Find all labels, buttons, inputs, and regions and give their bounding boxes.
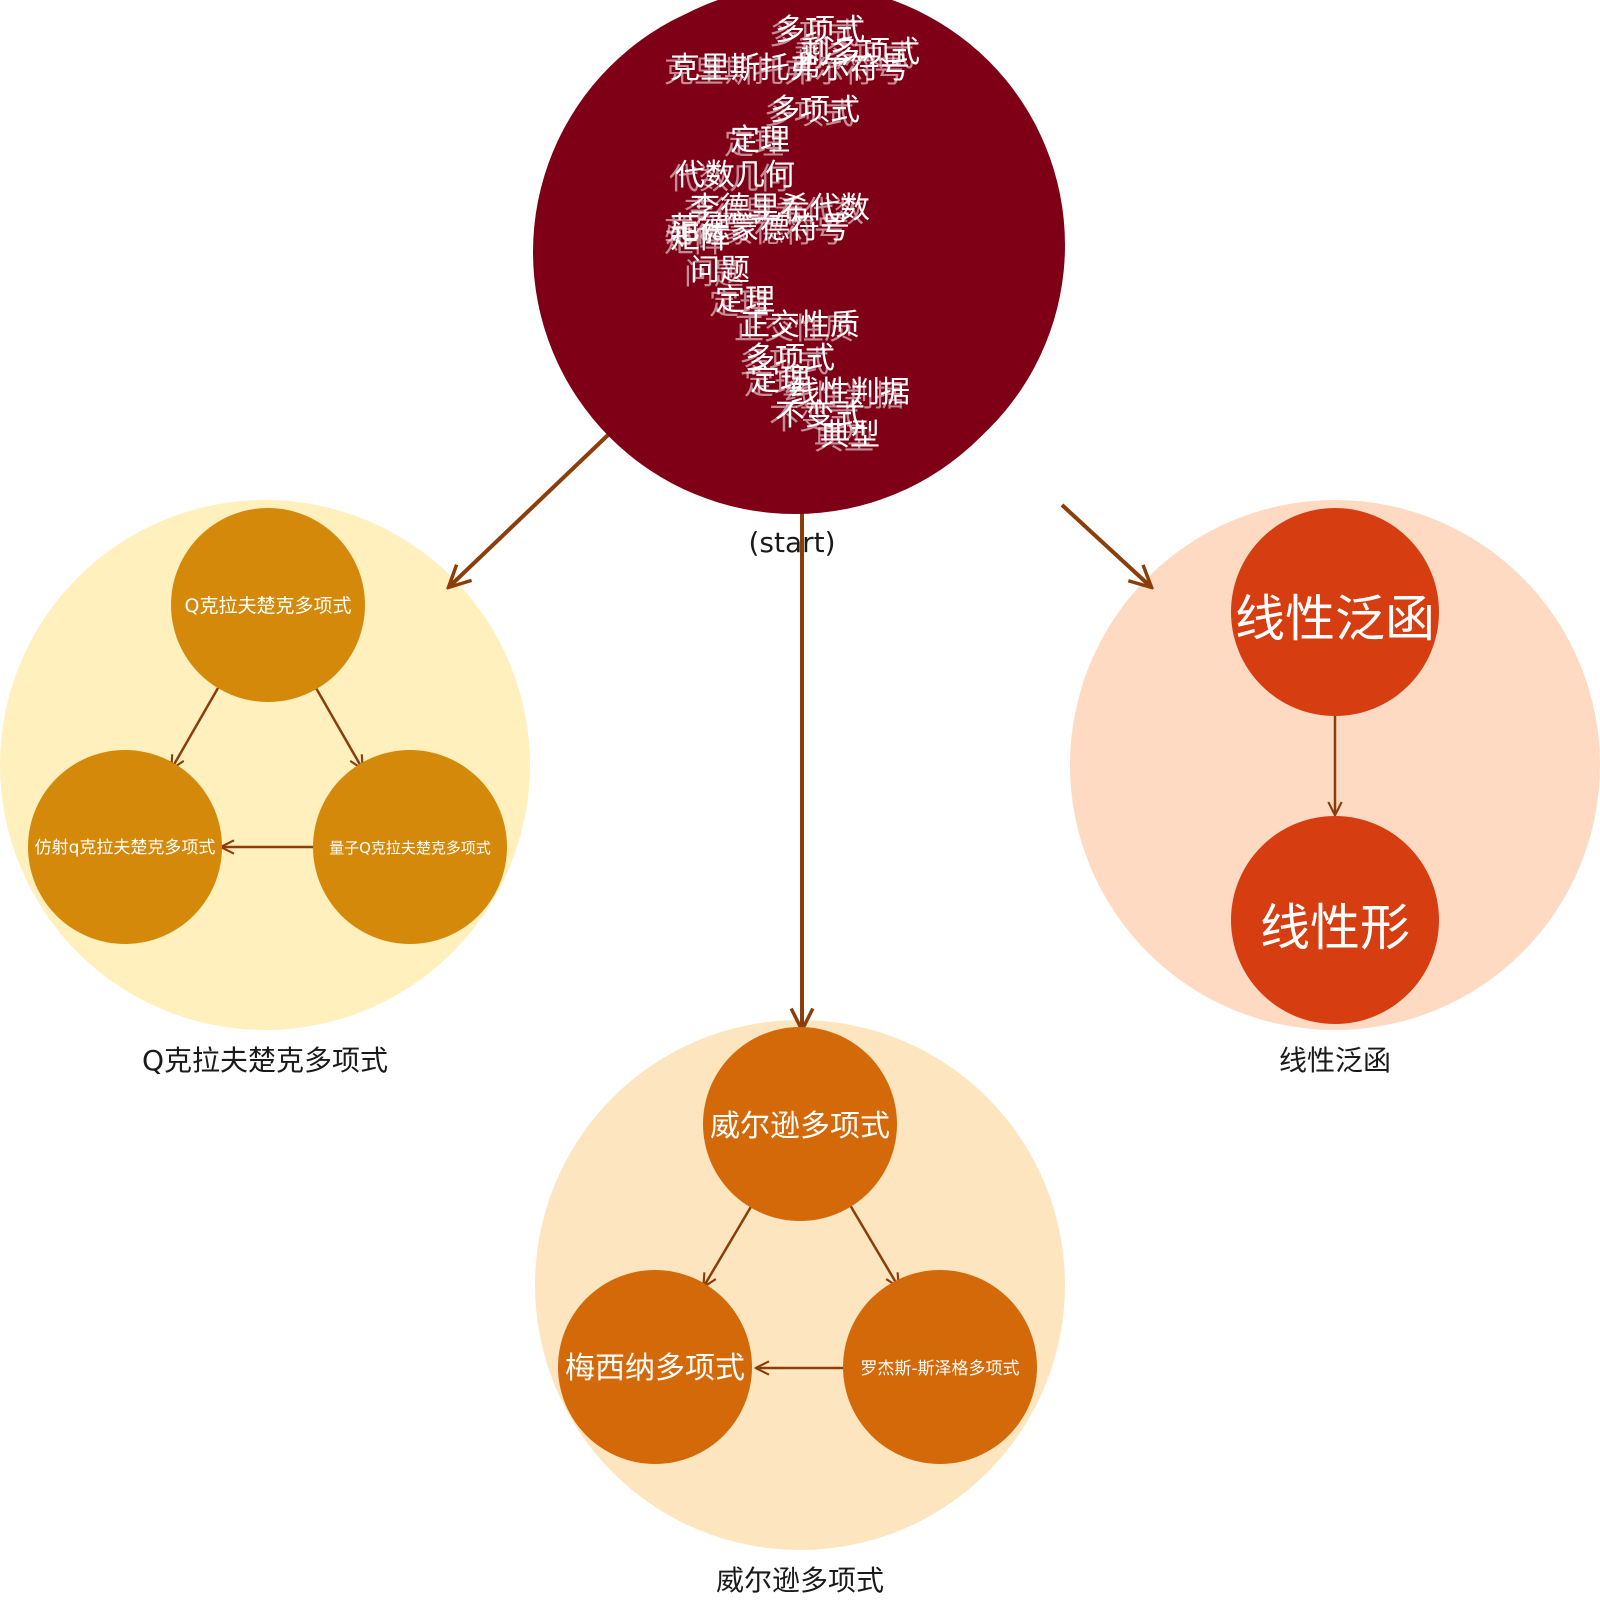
start-scatter-word: 典型 <box>820 418 880 453</box>
node-linear-form-label: 线性形 <box>1260 899 1410 957</box>
start-node[interactable]: 多项式多项式剩多项式剩多项式克里斯托弗尔符号克里斯托弗尔符号多项式多项式定理定理… <box>533 0 1065 514</box>
start-scatter-halo: 剩多项式 <box>794 39 914 74</box>
start-scatter-word: 剩多项式 <box>800 35 920 70</box>
start-scatter-word: 李德里希代数 <box>690 191 870 226</box>
group-linear-label: 线性泛函 <box>1279 1044 1391 1077</box>
start-scatter-word: 定理 <box>730 123 790 158</box>
node-meixner-label: 梅西纳多项式 <box>565 1351 745 1386</box>
start-caption: (start) <box>748 526 835 559</box>
edge-wilson-to-rogers <box>848 1204 898 1286</box>
start-scatter-text: 多项式多项式剩多项式剩多项式克里斯托弗尔符号克里斯托弗尔符号多项式多项式定理定理… <box>664 13 920 457</box>
start-scatter-word: 定理 <box>715 283 775 318</box>
start-scatter-word: 正交性质 <box>740 308 860 343</box>
start-scatter-halo: 正交性质 <box>734 312 854 347</box>
start-scatter-halo: 矩阵 <box>664 225 724 260</box>
node-linear-functional[interactable]: 线性泛函 <box>1231 508 1439 716</box>
start-scatter-word: 多项式 <box>775 13 865 48</box>
node-qk-label: Q克拉夫楚克多项式 <box>185 595 352 617</box>
start-node-circle <box>545 0 1065 505</box>
node-meixner[interactable]: 梅西纳多项式 <box>558 1270 752 1464</box>
start-scatter-word: 多项式 <box>770 93 860 128</box>
node-affine-qk-label: 仿射q克拉夫楚克多项式 <box>35 838 216 858</box>
start-scatter-halo: 线性判据 <box>784 379 904 414</box>
start-scatter-word: 线性判据 <box>790 375 910 410</box>
start-scatter-halo: 定理 <box>724 127 784 162</box>
node-wilson-label: 威尔逊多项式 <box>710 1109 890 1144</box>
group-wilson-label: 威尔逊多项式 <box>716 1564 884 1597</box>
start-scatter-halo: 多项式 <box>739 345 829 380</box>
node-quantum-qk-label: 量子Q克拉夫楚克多项式 <box>329 839 491 857</box>
edge-start-to-qk <box>450 433 610 586</box>
node-affine-qk[interactable]: 仿射q克拉夫楚克多项式 <box>28 750 222 944</box>
start-scatter-word: 克里斯托弗尔符号 <box>670 51 910 86</box>
node-quantum-qk[interactable]: 量子Q克拉夫楚克多项式 <box>313 750 507 944</box>
start-scatter-word: 代数几何 <box>675 158 795 193</box>
node-linear-functional-label: 线性泛函 <box>1235 590 1435 648</box>
start-scatter-halo: 问题 <box>684 257 744 292</box>
node-rogers[interactable]: 罗杰斯-斯泽格多项式 <box>843 1270 1037 1464</box>
start-scatter-word: 问题 <box>690 253 750 288</box>
edge-wilson-to-meixner <box>704 1204 754 1286</box>
group-qk-label: Q克拉夫楚克多项式 <box>142 1044 388 1077</box>
start-scatter-halo: 克里斯托弗尔符号 <box>664 55 904 90</box>
start-scatter-halo: 李德里希代数 <box>684 195 864 230</box>
node-wilson[interactable]: 威尔逊多项式 <box>703 1027 897 1221</box>
start-scatter-halo: 多项式 <box>764 97 854 132</box>
start-scatter-halo: 多项式 <box>769 17 859 52</box>
node-rogers-label: 罗杰斯-斯泽格多项式 <box>860 1359 1019 1379</box>
start-scatter-halo: 典型 <box>814 422 874 457</box>
edge-qk-to-quantum <box>314 687 362 768</box>
start-scatter-word: 不变式 <box>775 398 865 433</box>
start-scatter-halo: 定理 <box>744 367 804 402</box>
start-scatter-word: 定理 <box>750 363 810 398</box>
start-scatter-word: 矩阵 <box>670 221 730 256</box>
start-scatter-halo: 不变式 <box>769 402 859 437</box>
start-scatter-halo: 代数几何 <box>669 162 789 197</box>
edge-qk-to-affine <box>172 687 220 768</box>
start-scatter-halo: 范德蒙德符号 <box>664 215 844 250</box>
node-linear-form[interactable]: 线性形 <box>1231 816 1439 1024</box>
node-qk[interactable]: Q克拉夫楚克多项式 <box>171 508 365 702</box>
start-scatter-halo: 定理 <box>709 287 769 322</box>
edge-start-to-linear <box>1060 503 1150 586</box>
start-scatter-word: 范德蒙德符号 <box>670 211 850 246</box>
start-scatter-word: 多项式 <box>745 341 835 376</box>
